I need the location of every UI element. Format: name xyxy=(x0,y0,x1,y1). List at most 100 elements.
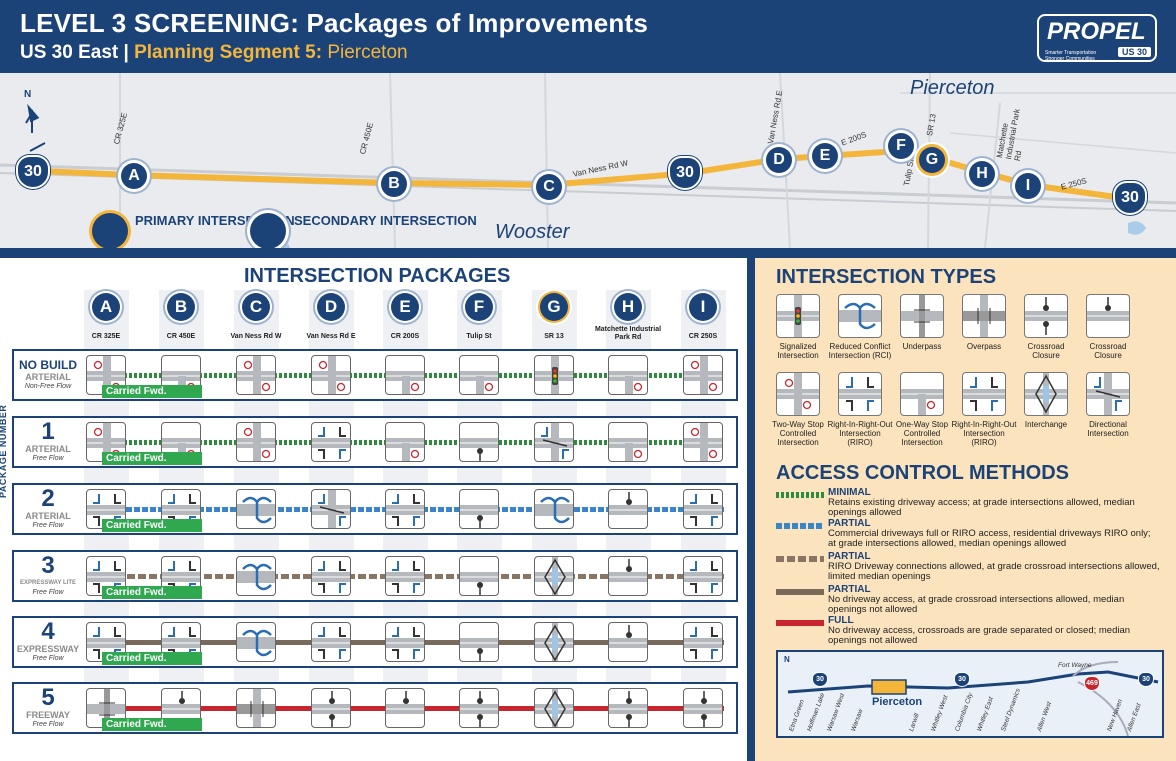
type-label: Directional Intersection xyxy=(1087,420,1129,438)
column-header-label: Tulip St xyxy=(466,333,492,340)
compass-n: N xyxy=(24,89,32,100)
intersection-f-marker[interactable]: F xyxy=(888,133,914,159)
column-letter-badge[interactable]: D xyxy=(317,293,345,321)
intersection-b-marker[interactable]: B xyxy=(381,171,407,197)
intersection-i-marker[interactable]: I xyxy=(1015,173,1041,199)
type-label: Underpass xyxy=(902,342,942,351)
access-swatch xyxy=(776,523,824,529)
column-header-label: Van Ness Rd W xyxy=(230,333,282,340)
riro-type-icon xyxy=(962,372,1006,416)
type-label: Signalized Intersection xyxy=(777,342,819,360)
closureS-icon[interactable] xyxy=(459,556,499,596)
interchange-icon[interactable] xyxy=(534,556,574,596)
closure-icon[interactable] xyxy=(608,622,648,662)
tee-type-icon xyxy=(900,372,944,416)
closure2-icon[interactable] xyxy=(311,688,351,728)
tee-icon[interactable] xyxy=(385,355,425,395)
page-title: LEVEL 3 SCREENING: Packages of Improveme… xyxy=(20,8,648,38)
rci-icon[interactable] xyxy=(534,489,574,529)
rci-icon[interactable] xyxy=(236,489,276,529)
column-header-label: SR 13 xyxy=(544,333,564,340)
type-label: Right-In-Right-Out Intersection (RIRO) xyxy=(827,420,893,447)
logo-route: US 30 xyxy=(1117,47,1151,57)
closureS-icon[interactable] xyxy=(459,489,499,529)
stop-icon[interactable] xyxy=(683,355,723,395)
intersection-g-marker[interactable]: G xyxy=(919,147,945,173)
type-label: Crossroad Closure xyxy=(1027,342,1065,360)
closure2-icon[interactable] xyxy=(608,688,648,728)
overpass-type-icon xyxy=(962,294,1006,338)
column-letter-badge[interactable]: B xyxy=(167,293,195,321)
intersection-h-marker[interactable]: H xyxy=(969,161,995,187)
riro-icon[interactable] xyxy=(311,622,351,662)
column-letter-badge[interactable]: H xyxy=(614,293,642,321)
us30-shield-mid: 30 xyxy=(668,156,702,190)
column-letter-badge[interactable]: G xyxy=(540,293,568,321)
signal-type-icon xyxy=(776,294,820,338)
stop-icon[interactable] xyxy=(236,355,276,395)
riro-icon[interactable] xyxy=(385,556,425,596)
closure-icon[interactable] xyxy=(608,556,648,596)
row-number: 1 xyxy=(41,418,55,445)
riro-icon[interactable] xyxy=(683,556,723,596)
overpass-icon[interactable] xyxy=(236,688,276,728)
tee-icon[interactable] xyxy=(608,422,648,462)
interchange-icon[interactable] xyxy=(534,622,574,662)
tee-icon[interactable] xyxy=(385,422,425,462)
column-letter-badge[interactable]: I xyxy=(689,293,717,321)
closureS-icon[interactable] xyxy=(459,422,499,462)
rci-icon[interactable] xyxy=(236,622,276,662)
closureS-icon[interactable] xyxy=(459,622,499,662)
riro-icon[interactable] xyxy=(311,556,351,596)
closure2-icon[interactable] xyxy=(459,688,499,728)
intersection-e-marker[interactable]: E xyxy=(812,143,838,169)
package-number-label: PACKAGE NUMBER xyxy=(0,404,8,498)
column-letter-badge[interactable]: C xyxy=(242,293,270,321)
inset-shield: 469 xyxy=(1084,676,1100,691)
dir-icon[interactable] xyxy=(311,489,351,529)
row-flow: Non-Free Flow xyxy=(24,383,72,390)
riro-icon[interactable] xyxy=(683,622,723,662)
stop-type-icon xyxy=(776,372,820,416)
type-label: Reduced Conflict Intersection (RCI) xyxy=(828,342,892,360)
signal-icon[interactable] xyxy=(534,355,574,395)
closure2-icon[interactable] xyxy=(683,688,723,728)
inset-shield: 30 xyxy=(1138,672,1154,687)
type-label: Two-Way Stop Controlled Intersection xyxy=(772,420,824,447)
access-desc: RIRO Driveway connections allowed, at gr… xyxy=(828,561,1160,582)
panel-separator xyxy=(747,258,755,761)
riro-icon[interactable] xyxy=(683,489,723,529)
closure-icon[interactable] xyxy=(608,489,648,529)
intersection-c-marker[interactable]: C xyxy=(536,174,562,200)
column-letter-badge[interactable]: E xyxy=(391,293,419,321)
stop-icon[interactable] xyxy=(311,355,351,395)
riro-icon[interactable] xyxy=(385,489,425,529)
riro-icon[interactable] xyxy=(311,422,351,462)
header-banner: LEVEL 3 SCREENING: Packages of Improveme… xyxy=(0,0,1176,73)
row-type: ARTERIAL xyxy=(25,444,71,454)
tee-icon[interactable] xyxy=(608,355,648,395)
stop-icon[interactable] xyxy=(683,422,723,462)
column-letter-badge[interactable]: F xyxy=(465,293,493,321)
riro-icon[interactable] xyxy=(385,622,425,662)
inset-map-graphic xyxy=(787,661,1159,736)
dir-icon[interactable] xyxy=(534,422,574,462)
column-header-label: CR 325E xyxy=(91,333,121,340)
stop-icon[interactable] xyxy=(236,422,276,462)
tee-icon[interactable] xyxy=(459,355,499,395)
access-desc: No driveway access, crossroads are grade… xyxy=(828,625,1131,646)
interchange-icon[interactable] xyxy=(534,688,574,728)
column-letter-badge[interactable]: A xyxy=(92,293,120,321)
closure-icon[interactable] xyxy=(385,688,425,728)
intersection-a-marker[interactable]: A xyxy=(121,163,147,189)
intersection-d-marker[interactable]: D xyxy=(766,147,792,173)
rci-icon[interactable] xyxy=(236,556,276,596)
column-header-label: Matchette Industrial Park Rd xyxy=(594,326,662,341)
